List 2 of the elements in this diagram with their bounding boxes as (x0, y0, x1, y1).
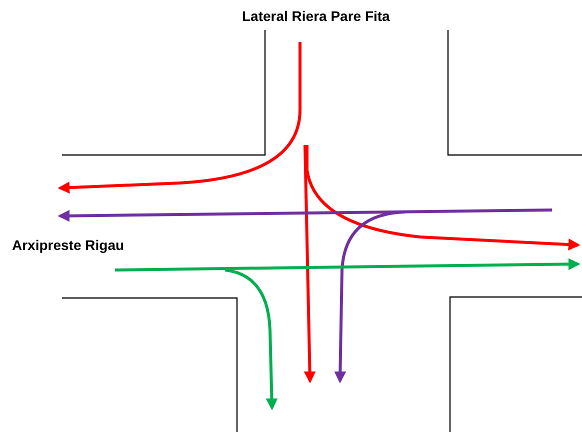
street-name: Lateral Riera Pare Fita (242, 8, 390, 24)
street-name: Arxipreste Rigau (12, 237, 124, 253)
